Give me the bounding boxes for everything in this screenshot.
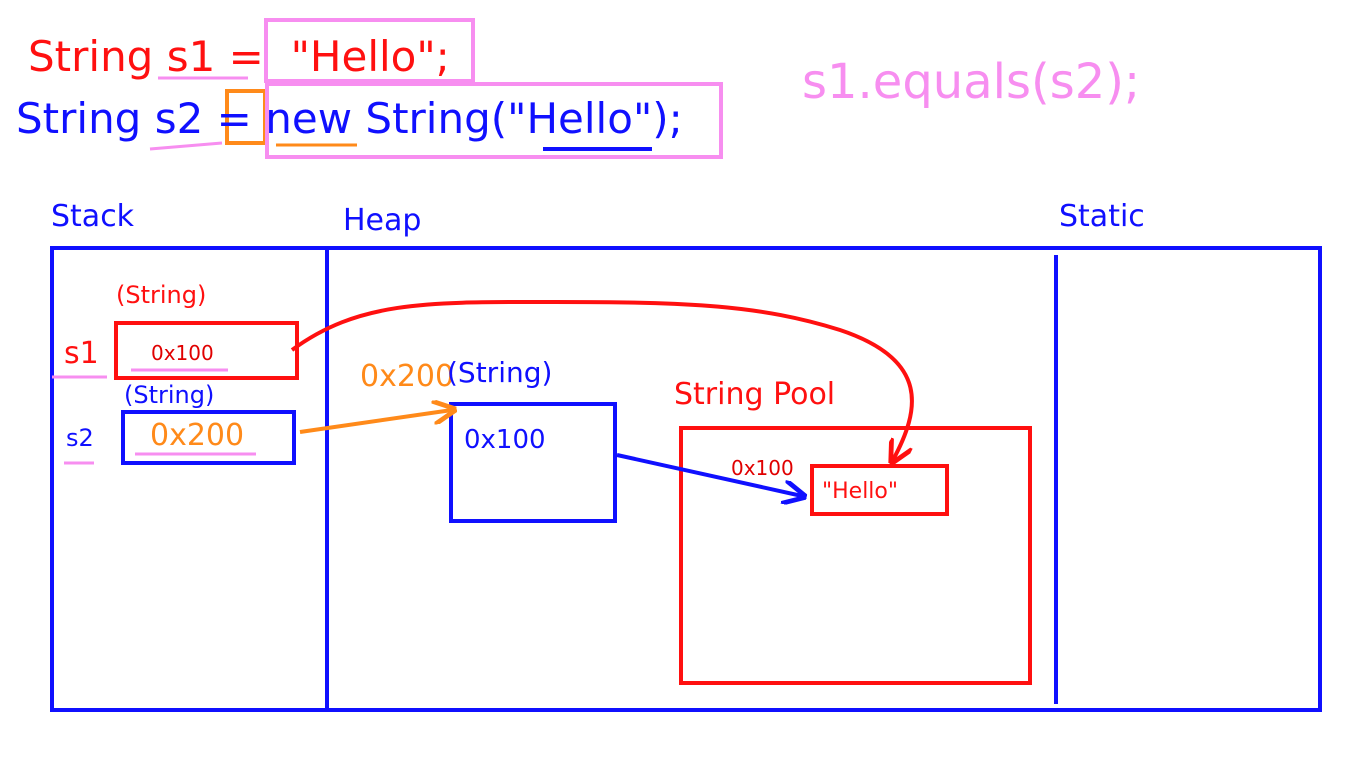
s1-stack-box	[114, 321, 299, 380]
heap-to-pool-arrow	[616, 453, 802, 496]
s1-name-label: s1	[64, 336, 99, 371]
line2-keyword: new	[265, 94, 353, 143]
heap-label: Heap	[343, 203, 422, 238]
code-line-2: String s2 = new String("Hello");	[16, 98, 683, 140]
pool-hello-value: "Hello"	[822, 479, 899, 504]
line2-ctor: String("	[365, 94, 527, 143]
s1-value: 0x100	[151, 341, 214, 365]
line1-var: s1	[166, 32, 216, 81]
heap-object-address: 0x200	[360, 359, 455, 394]
s2-stack-box	[121, 410, 296, 465]
equals-call: s1.equals(s2);	[802, 54, 1141, 110]
s1-to-pool-arrow	[290, 299, 914, 460]
new-expression-highlight-box	[265, 82, 723, 159]
s2-to-heap-arrow	[299, 410, 452, 434]
line2-literal: Hello	[526, 94, 633, 143]
line2-var: s2	[154, 94, 204, 143]
pool-hello-box	[810, 464, 949, 516]
line2-type: String	[16, 94, 142, 143]
line1-assign: =	[228, 32, 264, 81]
s2-value: 0x200	[150, 418, 245, 453]
stack-label: Stack	[51, 199, 135, 234]
s2-underline	[149, 141, 223, 151]
heap-object-type: (String)	[447, 356, 553, 389]
string-pool-label: String Pool	[674, 377, 836, 412]
line2-assign: =	[216, 94, 252, 143]
s1-type-label: (String)	[116, 281, 207, 309]
pool-hello-address: 0x100	[731, 456, 794, 480]
s2-type-label: (String)	[124, 381, 215, 409]
line1-literal: "Hello";	[290, 32, 450, 81]
heap-object-value: 0x100	[464, 425, 546, 455]
string-pool-box	[679, 426, 1032, 685]
line1-type: String	[28, 32, 154, 81]
memory-frame	[50, 246, 1322, 712]
heap-string-object-box	[449, 402, 617, 523]
line2-tail: ");	[632, 94, 683, 143]
static-label: Static	[1059, 199, 1145, 234]
hello-literal-highlight-box	[264, 18, 475, 83]
s2-name-label: s2	[66, 424, 94, 452]
code-line-1: String s1 = "Hello";	[28, 36, 450, 78]
